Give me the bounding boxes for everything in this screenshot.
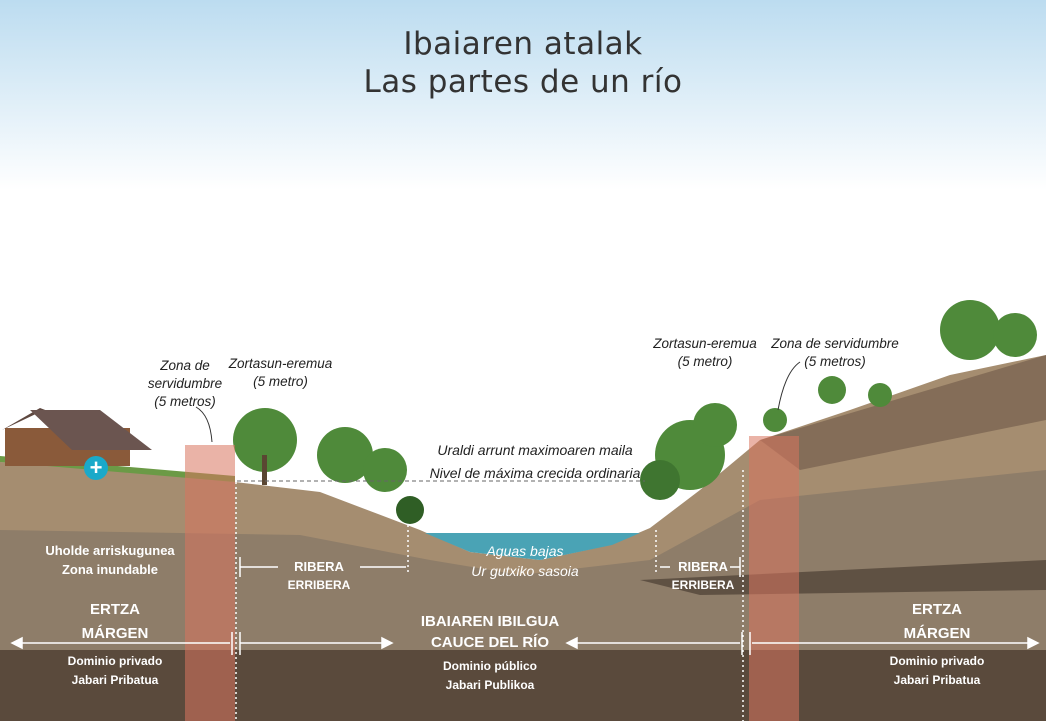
label-line: (5 metros) bbox=[804, 354, 866, 369]
label-line: Dominio privado bbox=[889, 654, 985, 668]
label-line: (5 metros) bbox=[154, 394, 216, 409]
label-line: IBAIAREN IBILGUA bbox=[420, 613, 560, 630]
label-line: Jabari Publikoa bbox=[445, 678, 535, 692]
label-line: Zona de servidumbre bbox=[771, 336, 899, 351]
label-line: CAUCE DEL RÍO bbox=[430, 634, 550, 651]
label-line: Nivel de máxima crecida ordinaria bbox=[429, 465, 641, 481]
label-line: Ur gutxiko sasoia bbox=[471, 563, 579, 579]
label-line: Zona de bbox=[160, 358, 210, 373]
ribera-left-label: RIBERA ERRIBERA bbox=[283, 558, 355, 594]
label-line: Jabari Pribatua bbox=[71, 673, 159, 687]
title-basque: Ibaiaren atalak bbox=[403, 26, 643, 62]
leader-right bbox=[777, 361, 801, 411]
servidumbre-band-left bbox=[185, 445, 235, 721]
label-line: Aguas bajas bbox=[486, 543, 564, 559]
vegetation bbox=[0, 300, 1037, 524]
plus-icon[interactable]: + bbox=[84, 456, 108, 480]
label-line: MÁRGEN bbox=[903, 625, 971, 642]
riverbed-label: IBAIAREN IBILGUA CAUCE DEL RÍO Dominio p… bbox=[390, 611, 590, 695]
margin-right-label: ERTZA MÁRGEN Dominio privado Jabari Prib… bbox=[862, 598, 1012, 690]
label-line: Zortasun-eremua bbox=[653, 336, 757, 351]
label-line: (5 metro) bbox=[253, 374, 308, 389]
label-line: ERRIBERA bbox=[287, 578, 351, 592]
sky bbox=[0, 0, 1046, 190]
label-line: RIBERA bbox=[678, 559, 728, 574]
flood-level-label: Uraldi arrunt maximoaren maila Nivel de … bbox=[410, 439, 660, 485]
servidumbre-right-label: Zona de servidumbre (5 metros) bbox=[760, 335, 910, 371]
margin-left-label: ERTZA MÁRGEN Dominio privado Jabari Prib… bbox=[40, 598, 190, 690]
label-line: RIBERA bbox=[294, 559, 344, 574]
label-line: Zona inundable bbox=[61, 562, 159, 577]
servidumbre-band-right bbox=[749, 436, 799, 721]
title-spanish: Las partes de un río bbox=[363, 64, 683, 100]
leader-left bbox=[195, 406, 213, 443]
label-line: Uraldi arrunt maximoaren maila bbox=[437, 442, 633, 458]
label-line: ERRIBERA bbox=[671, 578, 735, 592]
zortasun-left-label: Zortasun-eremua (5 metro) bbox=[218, 355, 343, 391]
label-line: Dominio privado bbox=[67, 654, 163, 668]
ribera-right-label: RIBERA ERRIBERA bbox=[668, 558, 738, 594]
label-line: Dominio público bbox=[443, 659, 537, 673]
label-line: MÁRGEN bbox=[81, 625, 149, 642]
low-water-label: Aguas bajas Ur gutxiko sasoia bbox=[450, 541, 600, 581]
label-line: Uholde arriskugunea bbox=[45, 543, 175, 558]
zone-dividers bbox=[235, 470, 744, 721]
label-line: servidumbre bbox=[147, 376, 223, 391]
label-line: ERTZA bbox=[912, 601, 962, 618]
label-line: Zortasun-eremua bbox=[228, 356, 333, 371]
zone-arrows bbox=[10, 557, 1040, 655]
label-line: (5 metro) bbox=[677, 354, 733, 369]
label-line: ERTZA bbox=[90, 601, 140, 618]
house bbox=[2, 408, 152, 466]
label-line: Jabari Pribatua bbox=[893, 673, 981, 687]
zortasun-right-label: Zortasun-eremua (5 metro) bbox=[645, 335, 765, 371]
water bbox=[425, 533, 640, 560]
flood-zone-label: Uholde arriskugunea Zona inundable bbox=[30, 541, 190, 579]
servidumbre-left-label: Zona de servidumbre (5 metros) bbox=[140, 357, 230, 411]
